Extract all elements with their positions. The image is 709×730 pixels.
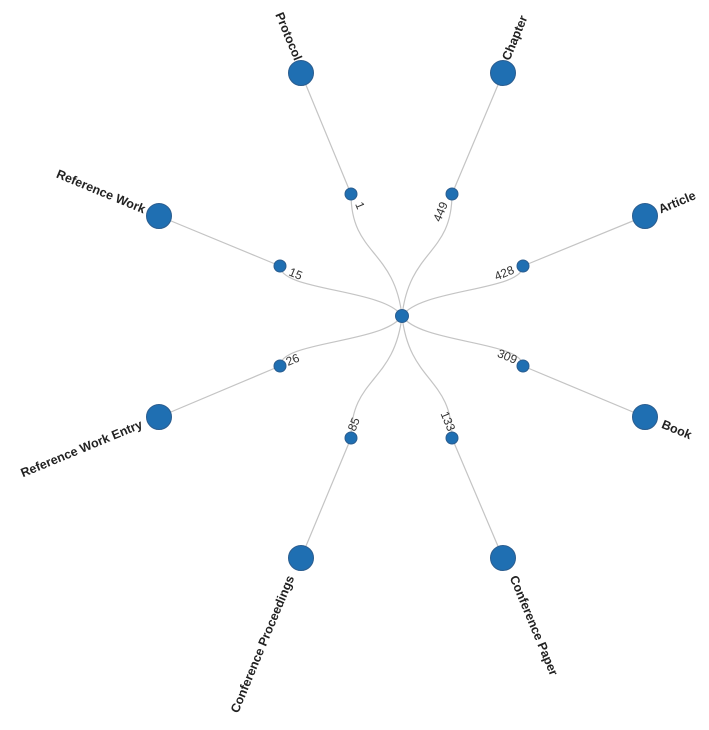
link-protocol [300,72,352,195]
count-node-book[interactable] [516,359,530,373]
leaf-label-conference-paper: Conference Paper [507,573,561,677]
link-root-protocol [350,193,403,317]
leaf-label-reference-work: Reference Work [54,167,147,216]
count-node-protocol[interactable] [344,187,358,201]
leaf-node-conference-proceedings[interactable] [288,545,314,571]
leaf-node-conference-paper[interactable] [490,545,516,571]
leaf-node-reference-work-entry[interactable] [146,404,172,430]
link-book [522,365,646,418]
link-conference-paper [451,437,504,559]
link-root-reference-work-entry [279,315,403,367]
count-node-chapter[interactable] [445,187,459,201]
leaf-node-book[interactable] [632,404,658,430]
count-label-chapter: 449 [430,199,451,223]
nodes-layer [146,60,658,571]
count-node-conference-proceedings[interactable] [344,431,358,445]
link-reference-work-entry [158,365,281,418]
links-layer [158,72,646,559]
link-root-conference-proceedings [350,315,403,439]
link-chapter [451,72,504,195]
leaf-node-chapter[interactable] [490,60,516,86]
count-label-conference-proceedings: 85 [345,415,363,433]
count-label-protocol: 1 [352,200,368,212]
leaf-label-chapter: Chapter [499,13,530,62]
leaf-label-book: Book [660,417,694,442]
link-article [522,215,646,267]
root-node[interactable] [395,309,409,323]
link-root-article [401,265,524,317]
count-node-conference-paper[interactable] [445,431,459,445]
leaf-label-reference-work-entry: Reference Work Entry [19,417,145,480]
leaf-label-protocol: Protocol [272,10,304,62]
link-root-reference-work [279,265,403,317]
count-label-book: 309 [495,346,519,367]
leaf-label-conference-proceedings: Conference Proceedings [228,573,297,714]
leaf-node-protocol[interactable] [288,60,314,86]
link-conference-proceedings [300,437,352,559]
leaf-label-article: Article [657,188,698,216]
count-node-reference-work[interactable] [273,259,287,273]
link-root-book [401,315,524,367]
link-reference-work [158,215,281,267]
link-root-conference-paper [401,315,453,439]
link-root-chapter [401,193,453,317]
count-label-reference-work-entry: 26 [284,351,302,369]
count-node-article[interactable] [516,259,530,273]
count-label-article: 428 [492,263,516,284]
leaf-node-reference-work[interactable] [146,203,172,229]
count-label-conference-paper: 133 [438,409,459,433]
count-node-reference-work-entry[interactable] [273,359,287,373]
leaf-node-article[interactable] [632,203,658,229]
count-label-reference-work: 15 [287,265,305,283]
